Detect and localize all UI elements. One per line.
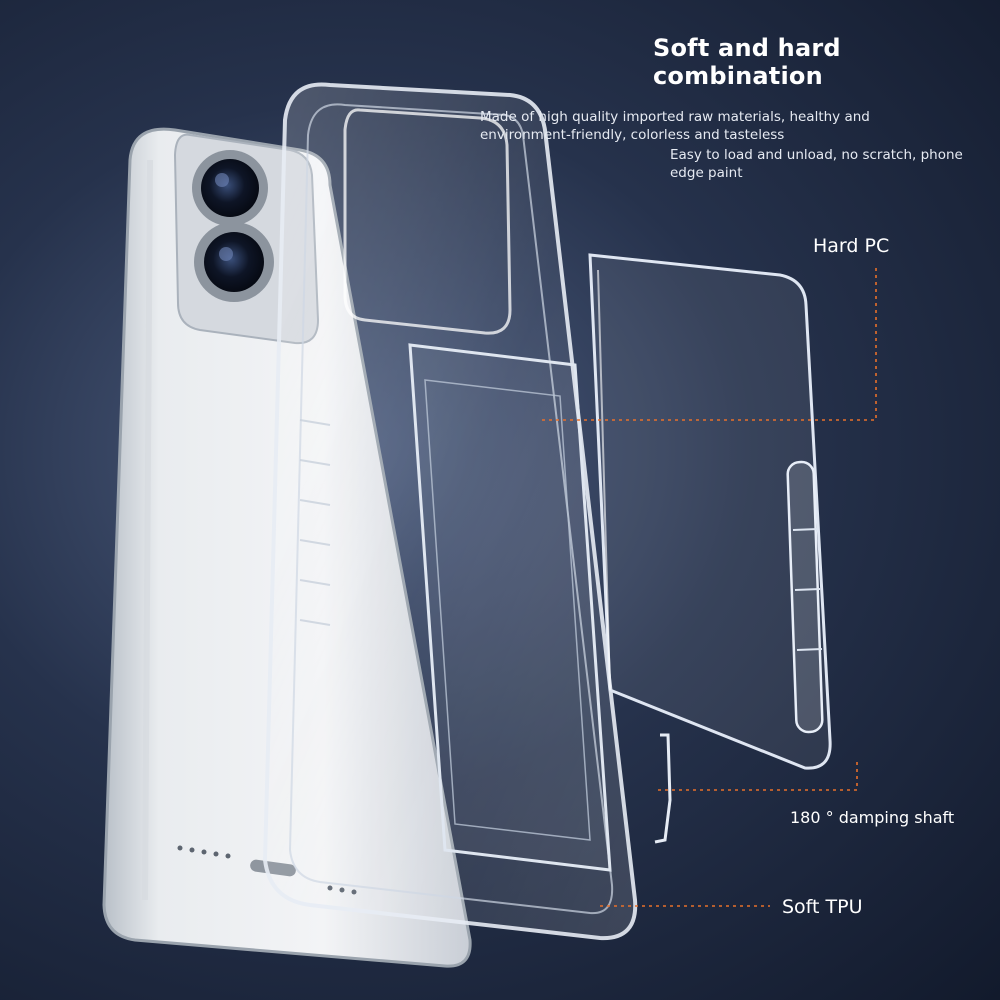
callout-line-damping-shaft [658,762,858,791]
callout-soft-tpu: Soft TPU [782,896,863,918]
camera-lens-top [192,150,268,226]
callout-line-hard-pc [540,268,877,421]
headline: Soft and hard combination [653,34,841,90]
clear-case [262,82,638,941]
camera-lens-bottom [194,222,274,302]
materials-description: Made of high quality imported raw materi… [480,109,870,143]
callout-hard-pc: Hard PC [813,235,890,257]
hard-pc-plate [588,253,832,770]
callout-damping-shaft: 180 ° damping shaft [790,808,955,827]
loading-description: Easy to load and unload, no scratch, pho… [670,147,963,181]
callout-lines [540,268,877,907]
hinge-shaft [654,460,824,844]
